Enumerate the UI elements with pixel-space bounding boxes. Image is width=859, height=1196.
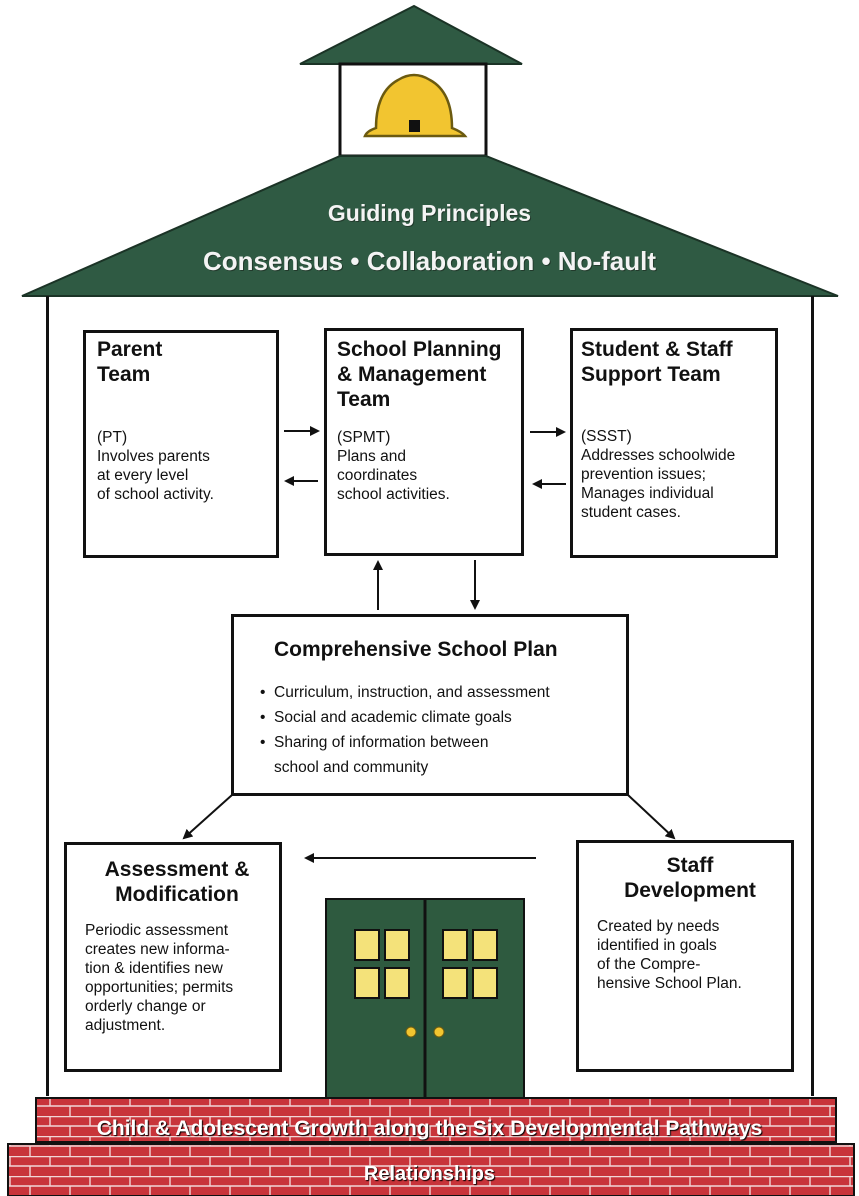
door-knob-left (405, 1026, 417, 1038)
main-roof (21, 155, 839, 297)
guiding-principles-list: Consensus • Collaboration • No-fault (203, 246, 656, 276)
door-knob-right (433, 1026, 445, 1038)
brick-foundation (7, 1097, 855, 1196)
ssst-desc-4: student cases. (581, 504, 681, 521)
ssst-desc-3: Manages individual (581, 485, 714, 502)
ssst-desc-2: prevention issues; (581, 466, 706, 483)
plan-bullet-list: Curriculum, instruction, and assessment … (258, 680, 626, 755)
staff-desc-4: hensive School Plan. (597, 975, 742, 992)
plan-bullet-3-continued: school and community (274, 759, 429, 776)
spmt-desc-1: Plans and (337, 448, 406, 465)
foundation-upper-label: Child & Adolescent Growth along the Six … (96, 1117, 763, 1140)
ssst-title-line1: Student & Staff (581, 338, 733, 361)
lower-step (7, 1143, 855, 1196)
assessment-box: Assessment & Modification Periodic asses… (64, 842, 282, 1072)
roof (21, 4, 839, 297)
ssst-abbr: (SSST) (581, 428, 632, 445)
parent-team-desc-1: Involves parents (97, 448, 210, 465)
belfry-roof (299, 4, 523, 65)
ssst-desc-1: Addresses schoolwide (581, 447, 736, 464)
spmt-box: School Planning & Management Team (SPMT)… (324, 328, 524, 556)
assessment-desc-5: orderly change or (85, 998, 206, 1015)
staff-development-box: Staff Development Created by needs ident… (576, 840, 794, 1072)
plan-bullet-3: Sharing of information between (258, 730, 626, 755)
staff-title-line1: Staff (666, 854, 714, 877)
bell-icon (363, 73, 468, 138)
parent-team-desc-3: of school activity. (97, 486, 214, 503)
plan-bullet-1: Curriculum, instruction, and assessment (258, 680, 626, 705)
staff-desc-1: Created by needs (597, 918, 720, 935)
spmt-abbr: (SPMT) (337, 429, 391, 446)
parent-team-title-line2: Team (97, 363, 151, 386)
spmt-title-line3: Team (337, 388, 391, 411)
parent-team-abbr: (PT) (97, 429, 128, 446)
assessment-desc-3: tion & identifies new (85, 960, 223, 977)
front-door (325, 898, 525, 1098)
staff-desc-3: of the Compre- (597, 956, 701, 973)
assessment-title-line1: Assessment & (104, 858, 250, 881)
spmt-desc-2: coordinates (337, 467, 418, 484)
assessment-desc-4: opportunities; permits (85, 979, 234, 996)
foundation-lower-label: Relationships (363, 1163, 496, 1185)
spmt-title-line1: School Planning (337, 338, 502, 361)
guiding-principles-heading: Guiding Principles (327, 200, 532, 226)
parent-team-title-line1: Parent (97, 338, 163, 361)
right-door-window (442, 929, 498, 999)
staff-title-line2: Development (624, 879, 756, 902)
upper-step (35, 1097, 837, 1143)
ssst-box: Student & Staff Support Team (SSST) Addr… (570, 328, 778, 558)
assessment-desc-6: adjustment. (85, 1017, 166, 1034)
ssst-title-line2: Support Team (581, 363, 721, 386)
assessment-desc-1: Periodic assessment (85, 922, 229, 939)
spmt-desc-3: school activities. (337, 486, 450, 503)
plan-bullet-2: Social and academic climate goals (258, 705, 626, 730)
parent-team-box: Parent Team (PT) Involves parents at eve… (83, 330, 279, 558)
assessment-title-line2: Modification (115, 883, 239, 906)
comprehensive-plan-box: Comprehensive School Plan Curriculum, in… (231, 614, 629, 796)
staff-desc-2: identified in goals (597, 937, 717, 954)
assessment-desc-2: creates new informa- (85, 941, 230, 958)
house-walls (46, 296, 814, 1096)
left-door-window (354, 929, 410, 999)
parent-team-desc-2: at every level (97, 467, 189, 484)
spmt-title-line2: & Management (337, 363, 487, 386)
plan-title: Comprehensive School Plan (274, 638, 558, 661)
